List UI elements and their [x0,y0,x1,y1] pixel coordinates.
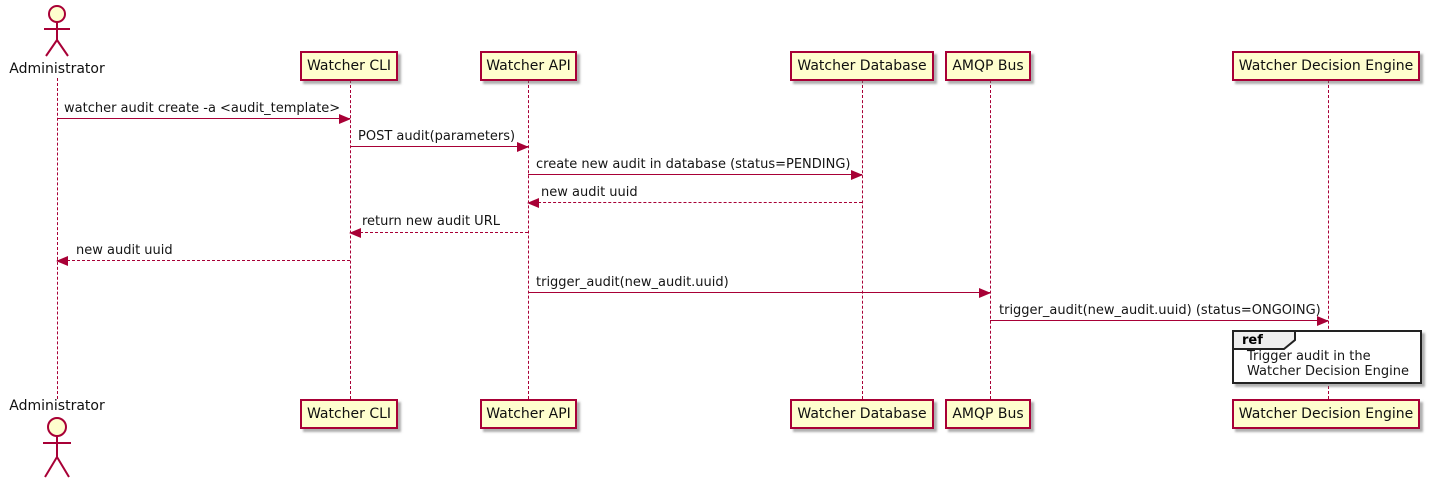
message-label: watcher audit create -a <audit_template> [64,101,341,116]
message-arrow [990,316,1329,326]
message-arrow [350,142,529,152]
participant-amqp-bus-bottom: AMQP Bus [945,399,1031,429]
message-arrow [527,198,862,208]
message-arrow [349,228,528,238]
message-arrow [57,114,351,124]
lifeline-administrator [57,78,58,399]
actor-label-top: Administrator [9,61,105,77]
actor-icon [44,5,70,57]
lifeline-watcher-database [862,80,863,399]
arrowhead-right-icon [1317,316,1329,326]
message-label: POST audit(parameters) [358,129,516,144]
arrowhead-left-icon [349,228,361,238]
participant-amqp-bus-top: AMQP Bus [945,51,1031,81]
message-arrow [528,288,991,298]
lifeline-watcher-decision-engine [1328,80,1329,399]
arrowhead-right-icon [851,170,863,180]
message-label: new audit uuid [76,243,173,258]
lifeline-amqp-bus [990,80,991,399]
message-arrow [56,256,350,266]
message-label: trigger_audit(new_audit.uuid) (status=ON… [999,303,1321,318]
participant-watcher-cli-top: Watcher CLI [300,51,398,81]
lifeline-watcher-cli [350,80,351,399]
ref-text-line: Trigger audit in the [1247,349,1371,364]
actor-label-bottom: Administrator [9,398,105,414]
participant-watcher-decision-engine-top: Watcher Decision Engine [1232,51,1420,81]
arrowhead-left-icon [527,198,539,208]
message-label: create new audit in database (status=PEN… [536,157,851,172]
message-label: trigger_audit(new_audit.uuid) [536,275,729,290]
lifeline-watcher-api [528,80,529,399]
message-label: return new audit URL [362,214,500,229]
participant-watcher-cli-bottom: Watcher CLI [300,399,398,429]
participant-watcher-api-top: Watcher API [480,51,577,81]
ref-fragment: ref Trigger audit in the Watcher Decisio… [1232,330,1422,384]
message-label: new audit uuid [541,185,638,200]
participant-watcher-decision-engine-bottom: Watcher Decision Engine [1232,399,1420,429]
arrowhead-right-icon [339,114,351,124]
participant-watcher-api-bottom: Watcher API [480,399,577,429]
arrowhead-right-icon [979,288,991,298]
ref-header-pentagon-icon [1232,330,1296,350]
arrowhead-right-icon [517,142,529,152]
actor-icon-bottom [43,417,71,478]
participant-watcher-database-bottom: Watcher Database [790,399,934,429]
arrowhead-left-icon [56,256,68,266]
message-arrow [528,170,863,180]
participant-watcher-database-top: Watcher Database [790,51,934,81]
ref-text-line: Watcher Decision Engine [1247,364,1409,379]
ref-keyword: ref [1242,333,1263,348]
